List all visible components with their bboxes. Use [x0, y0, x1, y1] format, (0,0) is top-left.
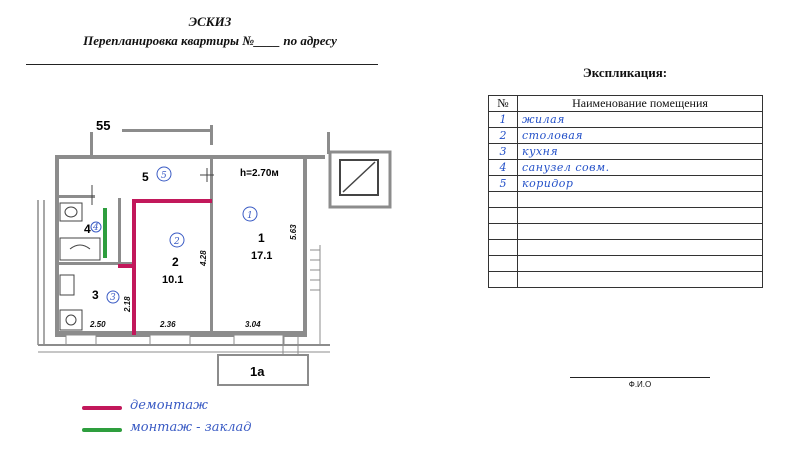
address-underline	[26, 64, 378, 65]
wall-corridor-left	[55, 195, 95, 198]
table-row	[488, 271, 763, 288]
wall-bottom	[55, 331, 307, 337]
building-top-edge	[122, 129, 210, 132]
dim-room1-height: 5.63	[289, 224, 298, 240]
row-number	[488, 271, 518, 288]
dim-bottom-room1: 3.04	[245, 320, 261, 329]
wall-top	[55, 155, 325, 159]
kitchen-sink	[59, 309, 83, 331]
row-number: 3	[488, 143, 518, 160]
row-name	[517, 207, 763, 224]
row-number	[488, 223, 518, 240]
header-name: Наименование помещения	[517, 95, 763, 112]
row-number: 2	[488, 127, 518, 144]
room-3-circled: 3	[110, 293, 116, 303]
room-2-area: 10.1	[162, 274, 183, 286]
entrance-box	[217, 354, 309, 386]
row-number: 5	[488, 175, 518, 192]
building-left-top-edge	[90, 132, 93, 156]
window-room2	[149, 334, 191, 346]
row-name: коридор	[517, 175, 763, 192]
bath-sink	[59, 202, 83, 222]
row-name: жилая	[517, 111, 763, 128]
entrance-label: 1а	[250, 364, 265, 379]
row-number: 4	[488, 159, 518, 176]
sketch-subtitle: Перепланировка квартиры №____ по адресу	[83, 33, 337, 48]
building-number: 55	[96, 118, 110, 133]
wall-left	[55, 155, 59, 335]
room-3-number: 3	[92, 288, 99, 302]
kitchen-stove	[59, 274, 75, 296]
row-number: 1	[488, 111, 518, 128]
window-room1	[233, 334, 285, 346]
row-number	[488, 239, 518, 256]
wall-room1-left	[210, 159, 213, 334]
room-2-circled: 2	[173, 237, 180, 247]
header-number: №	[488, 95, 518, 112]
table-row	[488, 223, 763, 240]
room-4-number: 4	[84, 222, 91, 236]
room-1-number: 1	[258, 231, 265, 245]
room-1-area: 17.1	[251, 250, 272, 262]
table-row	[488, 239, 763, 256]
shaft-inner	[339, 159, 379, 196]
room-4-circled: 4	[92, 223, 99, 233]
signature-label: Ф.И.О	[628, 380, 652, 389]
row-name: санузел совм.	[517, 159, 763, 176]
wall-kitchen-top	[55, 262, 133, 265]
bathtub	[59, 237, 101, 261]
legend-demolition-label: демонтаж	[130, 398, 208, 413]
table-row	[488, 207, 763, 224]
construction-wall	[103, 208, 107, 258]
window-kitchen	[65, 334, 97, 346]
dim-bottom-room2: 2.36	[159, 320, 176, 329]
row-name	[517, 191, 763, 208]
row-name	[517, 239, 763, 256]
row-name	[517, 255, 763, 272]
row-name: кухня	[517, 143, 763, 160]
explication-title: Экспликация:	[582, 65, 668, 80]
table-header-row: № Наименование помещения	[488, 95, 763, 112]
table-row	[488, 191, 763, 208]
demolition-wall-top	[132, 199, 212, 203]
ceiling-height: h=2.70м	[240, 168, 279, 179]
wall-bath-right	[118, 198, 121, 268]
row-name	[517, 223, 763, 240]
demolition-wall-kitchen	[118, 264, 134, 268]
building-right-top-edge	[327, 132, 330, 154]
table-row	[488, 255, 763, 272]
dim-room3-height: 2.18	[123, 296, 132, 313]
legend-demolition-swatch	[82, 406, 122, 410]
room-2-number: 2	[172, 255, 179, 269]
row-name: столовая	[517, 127, 763, 144]
room-1-circled: 1	[247, 211, 253, 221]
building-top-notch	[210, 125, 213, 145]
row-number	[488, 255, 518, 272]
row-number	[488, 207, 518, 224]
legend-construction-swatch	[82, 428, 122, 432]
row-number	[488, 191, 518, 208]
wall-right	[303, 155, 307, 335]
signature-line	[570, 377, 710, 378]
sketch-title: ЭСКИЗ	[188, 14, 232, 29]
room-5-number: 5	[142, 170, 149, 184]
legend-construction-label: монтаж - заклад	[130, 420, 252, 435]
dim-room2-height: 4.28	[199, 250, 208, 267]
dim-bottom-room3: 2.50	[89, 320, 106, 329]
room-5-circled: 5	[161, 171, 167, 181]
shaft-outer	[328, 150, 392, 209]
row-name	[517, 271, 763, 288]
